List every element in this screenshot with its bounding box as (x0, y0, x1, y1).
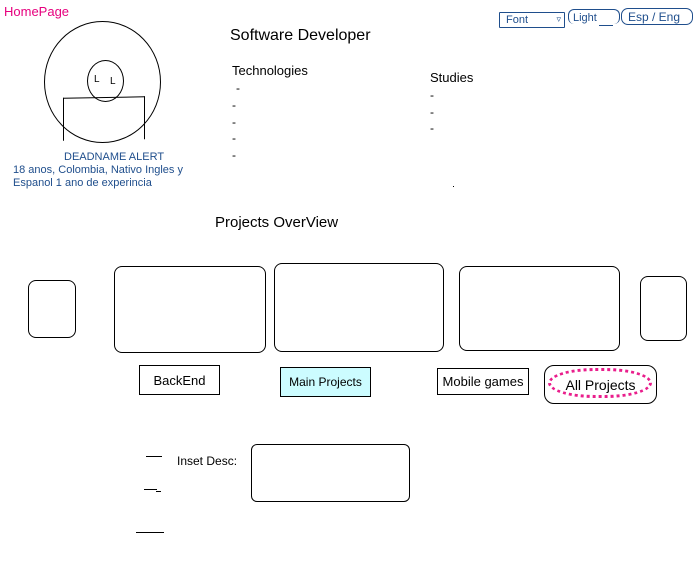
light-theme-toggle[interactable]: Light (568, 9, 620, 26)
avatar-body (63, 96, 145, 141)
list-item: - (236, 81, 240, 95)
projects-title: Projects OverView (215, 214, 339, 231)
mobile-games-filter-button[interactable]: Mobile games (437, 368, 529, 395)
list-item: - (430, 121, 434, 135)
avatar-eye-left: L (94, 74, 100, 85)
avatar (44, 21, 161, 143)
divider-line (156, 491, 161, 492)
stray-dot (453, 186, 454, 187)
carousel-next-card[interactable] (640, 276, 687, 341)
filter-dropdown-icon: ▿ (556, 14, 561, 24)
studies-list: - - - (430, 87, 434, 137)
project-card-featured[interactable] (274, 263, 444, 352)
technologies-heading: Technologies (232, 63, 308, 78)
main-projects-filter-button[interactable]: Main Projects (280, 367, 371, 397)
list-item: - (232, 131, 236, 146)
backend-filter-label: BackEnd (153, 372, 206, 388)
main-projects-filter-label: Main Projects (289, 375, 362, 389)
language-toggle-label: Esp / Eng (628, 10, 681, 24)
light-toggle-underline (599, 25, 613, 26)
language-toggle[interactable]: Esp / Eng (621, 8, 693, 25)
project-card[interactable] (459, 266, 620, 351)
avatar-head: L L (87, 60, 124, 102)
font-select-label: Font (506, 14, 529, 26)
mobile-games-filter-label: Mobile games (442, 374, 524, 389)
studies-heading: Studies (430, 70, 474, 85)
avatar-eye-right: L (110, 76, 116, 87)
technologies-list: - - - - - (232, 80, 240, 164)
font-select[interactable]: Font ▿ (499, 12, 565, 28)
light-toggle-label: Light (573, 12, 597, 24)
divider-line (136, 532, 164, 533)
page-title: Software Developer (230, 27, 371, 44)
divider-line (144, 489, 157, 490)
list-item: - (232, 97, 236, 112)
divider-line (146, 456, 162, 457)
list-item: - (232, 114, 236, 129)
profile-name: DEADNAME ALERT (64, 151, 165, 163)
all-projects-highlight (548, 368, 652, 398)
project-card[interactable] (114, 266, 266, 353)
list-item: - (232, 148, 236, 163)
all-projects-filter-label: All Projects (565, 376, 636, 393)
inset-description-label: Inset Desc: (177, 454, 238, 468)
backend-filter-button[interactable]: BackEnd (139, 365, 220, 395)
list-item: - (430, 88, 434, 102)
carousel-prev-card[interactable] (28, 280, 76, 338)
profile-bio: 18 anos, Colombia, Nativo Ingles y Espan… (13, 164, 183, 189)
homepage-link[interactable]: HomePage (4, 4, 70, 19)
inset-description-box[interactable] (251, 444, 410, 502)
list-item: - (430, 104, 434, 119)
all-projects-filter-button[interactable]: All Projects (544, 365, 657, 404)
